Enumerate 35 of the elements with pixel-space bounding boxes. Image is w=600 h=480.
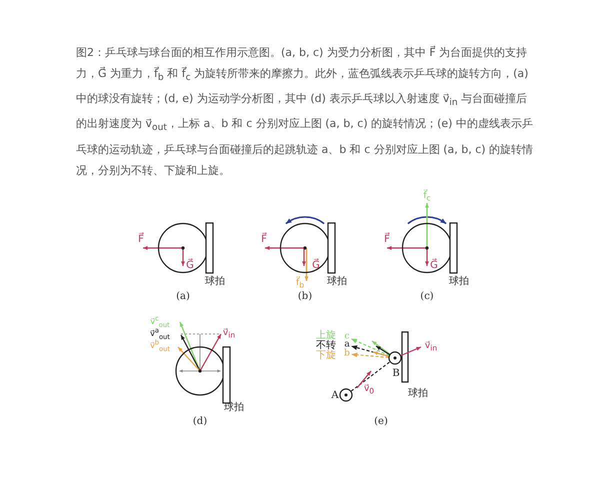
ball (388, 351, 402, 365)
trajectory-label: b (344, 350, 350, 358)
racket-label: 球拍 (449, 277, 469, 287)
panel-label: (c) (420, 292, 434, 302)
spin-label: 上旋 (316, 331, 336, 341)
trajectory-line (350, 361, 390, 392)
vector-label: v⃗$_{0}$ (364, 384, 374, 396)
panel-label: (a) (176, 292, 190, 302)
ball (339, 388, 353, 402)
racket-label: 球拍 (205, 277, 225, 287)
caption: 图2：乒乓球与球台面的相互作用示意图。(a, b, c) 为受力分析图，其中 F⃗ 为台面提供的支持力，G⃗ 为重力，f⃗$_{b}$ 和 f⃗$_{c}$ 为旋转所带来的摩擦力。此外，蓝色弧线表示乒乓球的旋转方向，(a) 中的球没有旋转；(d, e) 为运动学分析图，其中 (d) 表示乒乓球以入射速度 v⃗$_{in}$ 与台面碰撞后的出射速度为 v⃗$_{out}$，上标 a、b 和 c 分别对应上图 (a, b, c) 的旋转情况；(e) 中的虚线表示乒乓球的运动轨迹，乒乓球与台面碰撞后的起跳轨迹 a、b 和 c 分别对应上图 (a, b, c) 的旋转情况，分别为不转、下旋和上旋。 (76, 44, 534, 179)
vector-label: f⃗$_{b}$ (296, 278, 304, 290)
trajectory-arrow (350, 338, 390, 356)
point-label: B (392, 369, 400, 379)
racket-label: 球拍 (224, 403, 244, 413)
vector-label: F⃗ (138, 235, 144, 245)
vector-label: G⃗ (312, 261, 320, 271)
panel-label: (e) (374, 417, 388, 427)
vector-label: v⃗$_{in}$ (424, 342, 438, 352)
vector-label: G⃗ (430, 261, 438, 271)
trajectory-arrow (351, 352, 389, 358)
vector-label: G⃗ (186, 261, 194, 271)
point-label: A (331, 391, 339, 401)
vector-label: v⃗$_{in}$ (222, 328, 236, 340)
trajectory-label: a (344, 340, 350, 350)
panel-label: (d) (192, 417, 208, 427)
spin-label: 不转 (316, 341, 336, 351)
racket-label: 球拍 (327, 277, 347, 287)
vector-label: F⃗ (261, 235, 267, 245)
spin-label: 下旋 (316, 351, 336, 361)
trajectory-label: c (344, 332, 350, 342)
vector-label: f⃗$_{c}$ (423, 192, 431, 202)
racket-label: 球拍 (408, 389, 428, 399)
panel-label: (b) (298, 292, 312, 302)
vector-label: F⃗ (384, 235, 390, 245)
